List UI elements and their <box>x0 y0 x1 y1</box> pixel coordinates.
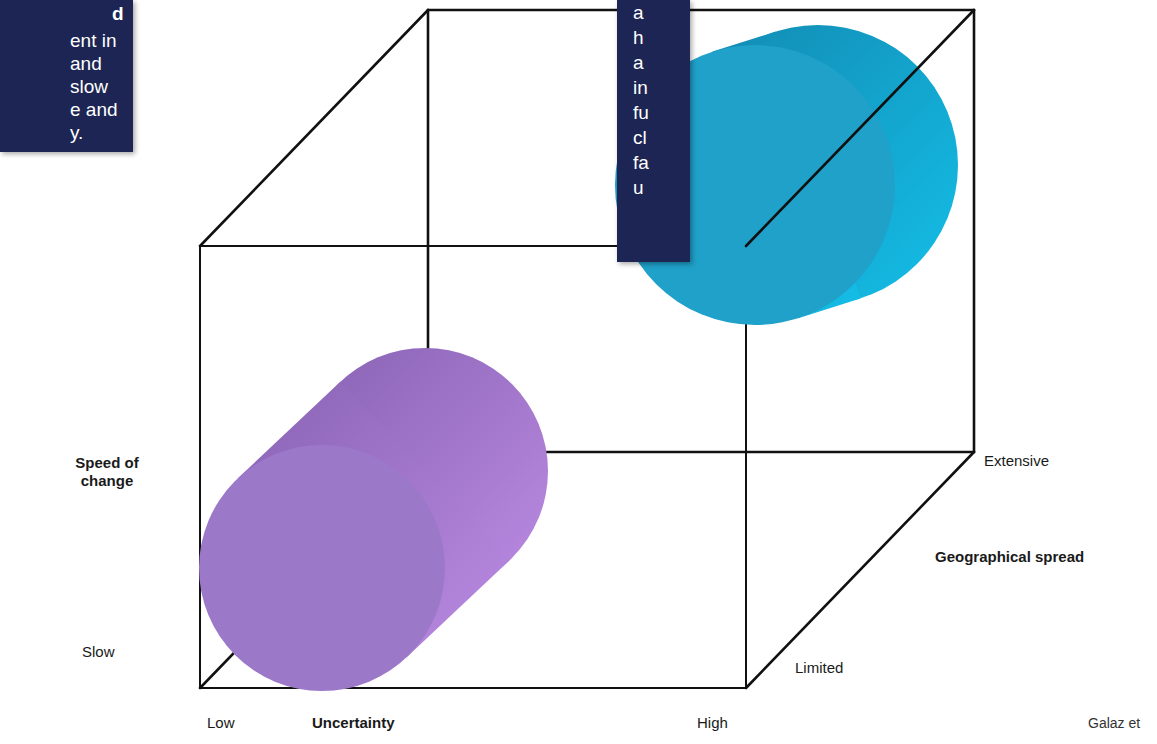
axis-title: Geographical spread <box>935 548 1084 566</box>
purple-cylinder <box>199 348 548 691</box>
axis-value: Extensive <box>984 452 1049 470</box>
text-panel: a h a in fu cl fa u <box>617 0 690 262</box>
cube-edge <box>200 687 746 689</box>
panel-body: a h a in fu cl fa u <box>633 0 690 200</box>
axis-value: Limited <box>795 659 843 677</box>
panel-body: dent in and slow e and y. <box>70 2 133 144</box>
cube-edge <box>746 10 974 246</box>
panel-text: ent in and slow e and y. <box>70 29 120 144</box>
text-panel: dent in and slow e and y. <box>0 0 133 152</box>
cube-edge <box>973 10 976 452</box>
cylinder-front <box>199 445 445 691</box>
axis-value: Low <box>207 714 235 732</box>
panel-heading: d <box>112 2 152 25</box>
axis-value: Slow <box>82 643 115 661</box>
axis-title: Uncertainty <box>312 714 395 732</box>
panel-text: a h a in fu cl fa u <box>633 0 655 200</box>
axis-title: Speed of change <box>62 454 152 490</box>
cube-edge <box>199 246 201 688</box>
cube-edge <box>746 452 974 688</box>
cube-edge <box>428 9 974 12</box>
source-note: Galaz et <box>1088 714 1140 732</box>
axis-value: High <box>697 714 728 732</box>
cube-edge <box>200 10 428 246</box>
